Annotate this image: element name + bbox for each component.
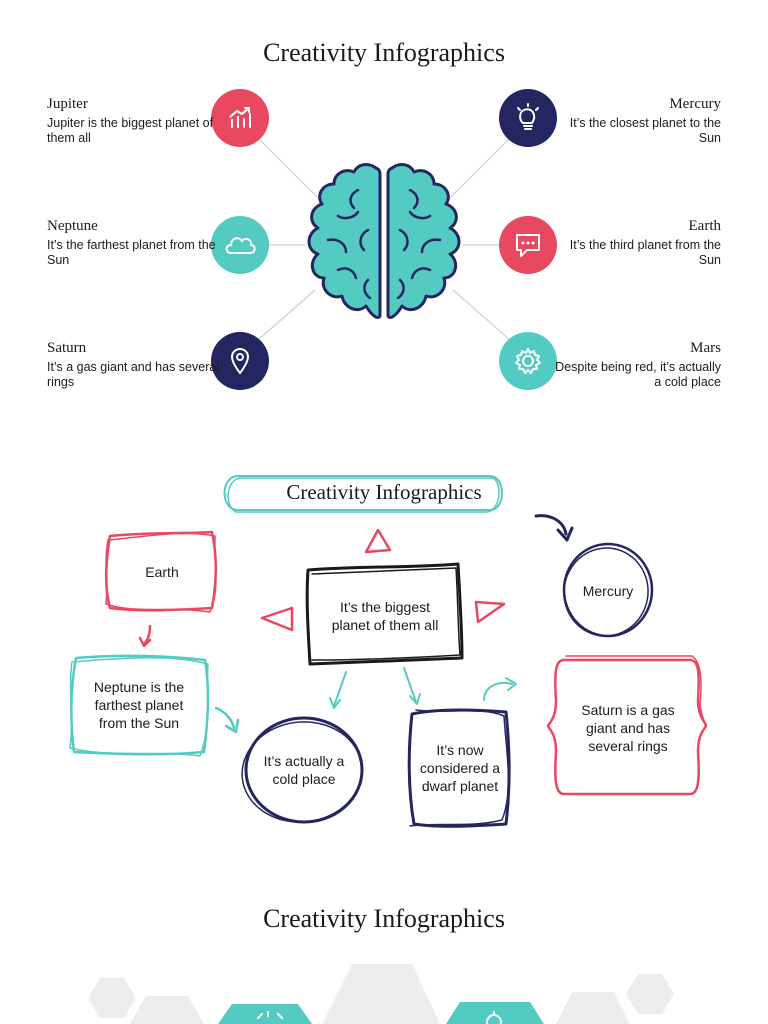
center-node: It’s the biggest planet of them all: [331, 599, 439, 633]
neptune-node: Neptune is the farthest planet from the …: [93, 679, 185, 731]
item-description: It’s the farthest planet from the Sun: [47, 238, 216, 267]
item-description: It’s the closest planet to the Sun: [569, 116, 721, 145]
item-description: It’s the third planet from the Sun: [569, 238, 721, 267]
brain-icon: [307, 163, 461, 320]
lightbulb-icon: [517, 103, 539, 130]
item-title: Mars: [690, 340, 721, 356]
item-description: Jupiter is the biggest planet of them al…: [47, 116, 214, 145]
section3-title: Creativity Infographics: [263, 904, 505, 933]
chart-icon: [229, 107, 251, 128]
saturn-icon-circle: [211, 332, 269, 390]
item-mercury: Mercury It’s the closest planet to the S…: [546, 96, 721, 146]
connector-lines: [257, 137, 511, 341]
sketch-diagram-shapes: [69, 475, 708, 828]
neptune-icon-circle: [211, 216, 269, 274]
item-title: Mercury: [669, 96, 721, 112]
jupiter-icon-circle: [211, 89, 269, 147]
cold-place-node: It’s actually a cold place: [263, 753, 345, 787]
location-pin-icon: [230, 347, 250, 375]
item-title: Earth: [688, 218, 721, 234]
hexagon-decoration: [88, 964, 674, 1024]
item-description: It’s a gas giant and has several rings: [47, 360, 220, 389]
mercury-icon-circle: [499, 89, 557, 147]
item-mars: Mars Despite being red, it’s actually a …: [546, 340, 721, 390]
dwarf-planet-node: It’s now considered a dwarf planet: [419, 742, 501, 794]
item-saturn: Saturn It’s a gas giant and has several …: [47, 340, 222, 390]
item-jupiter: Jupiter Jupiter is the biggest planet of…: [47, 96, 222, 146]
saturn-node: Saturn is a gas giant and has several ri…: [581, 702, 675, 754]
mercury-node: Mercury: [582, 583, 634, 599]
cloud-icon: [225, 237, 256, 254]
earth-node: Earth: [145, 564, 179, 580]
item-title: Jupiter: [47, 96, 88, 112]
mars-icon-circle: [499, 332, 557, 390]
section1-title: Creativity Infographics: [263, 38, 505, 67]
section2-title: Creativity Infographics: [286, 480, 482, 504]
item-neptune: Neptune It’s the farthest planet from th…: [47, 218, 222, 268]
item-title: Neptune: [47, 218, 98, 234]
earth-icon-circle: [499, 216, 557, 274]
item-earth: Earth It’s the third planet from the Sun: [546, 218, 721, 268]
item-description: Despite being red, it’s actually a cold …: [555, 360, 721, 389]
chat-bubble-icon: [516, 234, 540, 257]
item-title: Saturn: [47, 340, 87, 356]
gear-icon: [515, 348, 541, 374]
